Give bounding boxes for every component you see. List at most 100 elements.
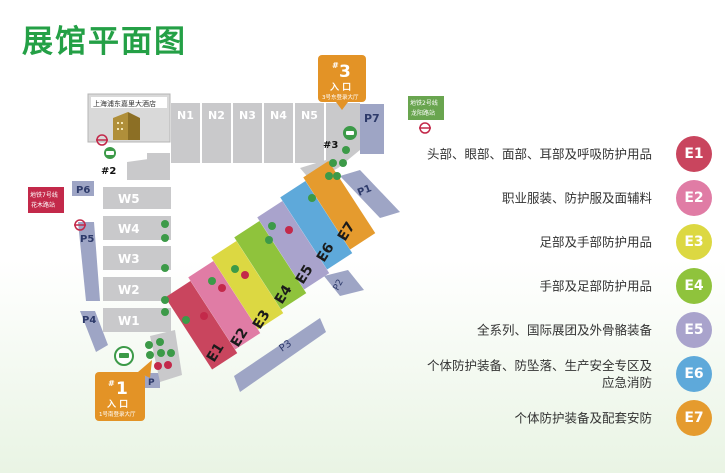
legend-item-e2: 职业服装、防护服及面辅料 E2 [440,178,712,218]
legend-item-e4: 手部及足部防护用品 E4 [440,266,712,306]
service-icon [268,222,276,230]
service-icon [325,172,333,180]
service-icon [145,341,153,349]
service-icon [182,316,190,324]
legend-item-e6-text: 个体防护装备、防坠落、生产安全专区及应急消防 [426,358,652,390]
north-halls: N1 N2 N3 N4 N5 [171,103,324,163]
service-icon [333,172,341,180]
west-halls: W5 W4 W3 W2 W1 [103,187,171,332]
info-icon [241,271,249,279]
hall-n5-label: N5 [301,109,318,122]
metro-line7-station: 花木路站 [31,201,55,209]
metro-line7-name: 地铁7号线 [30,191,58,199]
hall-p5[interactable] [78,222,100,301]
hall-e4[interactable] [234,220,307,310]
metro-line2-name: 地铁2号线 [410,99,438,107]
service-icon [157,349,165,357]
service-icon [208,277,216,285]
service-icon [265,236,273,244]
entrance-3-badge[interactable]: # 3 入 口 3号东登录大厅 [318,55,366,110]
hall-w1-label: W1 [118,314,140,328]
service-icon [308,194,316,202]
marker-2: #2 [101,166,116,177]
page-title: 展馆平面图 [22,24,187,60]
hall-n5[interactable] [295,103,324,163]
service-icon [161,296,169,304]
metro-line2-box[interactable]: 地铁2号线 龙阳路站 [408,96,444,120]
entrance-1-num: 1 [116,379,128,399]
hall-e5[interactable] [257,200,330,290]
legend-item-e2-badge: E2 [676,180,712,216]
info-icon [164,361,172,369]
hotel-label: 上海浦东嘉里大酒店 [93,99,156,108]
info-icon [154,362,162,370]
hall-p1-label: P1 [356,183,373,199]
hall-e6[interactable] [280,180,353,270]
hall-p2-label: P2 [332,278,346,293]
metro-line7-box[interactable]: 地铁7号线 花木路站 [28,187,64,213]
hall-p4[interactable] [80,311,108,352]
hall-w2[interactable] [103,277,171,301]
entrance-1-badge[interactable]: # 1 入 口 1号南登录大厅 [95,360,152,421]
entrance-3-sub: 3号东登录大厅 [322,93,359,101]
hall-w5[interactable] [103,187,171,209]
entrance-1-sub: 1号南登录大厅 [99,410,136,418]
hall-n3-label: N3 [239,109,256,122]
hall-n2-label: N2 [208,109,225,122]
service-icon [167,349,175,357]
hall-n4[interactable] [264,103,293,163]
hall-p2[interactable] [324,270,364,296]
hall-w4-label: W4 [118,222,140,236]
corridor-block [147,153,170,173]
legend-item-e6: 个体防护装备、防坠落、生产安全专区及应急消防 E6 [427,354,712,394]
service-icon [231,265,239,273]
hall-w4[interactable] [103,216,171,240]
hall-e7[interactable] [303,160,376,250]
hall-n3[interactable] [233,103,262,163]
entrance-3-num: 3 [339,62,351,82]
hall-p1[interactable] [340,170,400,218]
hall-p6-label: P6 [76,185,90,196]
hall-p6[interactable] [72,181,94,196]
legend-item-e7-badge: E7 [676,400,712,436]
hall-e3[interactable] [211,240,284,330]
hall-p7[interactable] [360,104,384,154]
legend-item-e2-text: 职业服装、防护服及面辅料 [501,190,652,206]
hall-w3-label: W3 [118,252,140,266]
hall-p3[interactable] [234,318,326,392]
hall-e1[interactable] [165,280,238,370]
hall-p5-label: P5 [80,234,94,245]
legend-item-e7-text: 个体防护装备及配套安防 [514,410,652,426]
hall-w3[interactable] [103,246,171,270]
east-halls: E1 E2 E3 E4 E5 E6 E7 [165,160,376,370]
legend-item-e3: 足部及手部防护用品 E3 [440,222,712,262]
info-icon [285,226,293,234]
legend-item-e3-text: 足部及手部防护用品 [539,234,652,250]
legend-item-e3-badge: E3 [676,224,712,260]
hall-n1-label: N1 [177,109,194,122]
service-icon [146,351,154,359]
hall-w2-label: W2 [118,283,140,297]
service-icon [342,146,350,154]
legend-item-e1: 头部、眼部、面部、耳部及呼吸防护用品 E1 [427,134,712,174]
info-icon [200,312,208,320]
service-icon [156,338,164,346]
corridor-northeast [326,103,360,168]
hall-e2[interactable] [188,260,261,350]
service-icon [161,220,169,228]
facility-icons [145,146,350,370]
legend-item-e4-badge: E4 [676,268,712,304]
service-icon [161,264,169,272]
legend-item-e5-badge: E5 [676,312,712,348]
service-icon [329,159,337,167]
legend-item-e5: 全系列、国际展团及外骨骼装备 E5 [440,310,712,350]
service-icon [161,234,169,242]
hall-n1[interactable] [171,103,200,163]
entrance-3-label: 入 口 [329,82,351,93]
marker-3: #3 [323,140,338,151]
hall-w1[interactable] [103,308,171,332]
entrance-1-hash: # [108,379,115,388]
hall-n2[interactable] [202,103,231,163]
hotel[interactable]: 上海浦东嘉里大酒店 [87,93,171,143]
